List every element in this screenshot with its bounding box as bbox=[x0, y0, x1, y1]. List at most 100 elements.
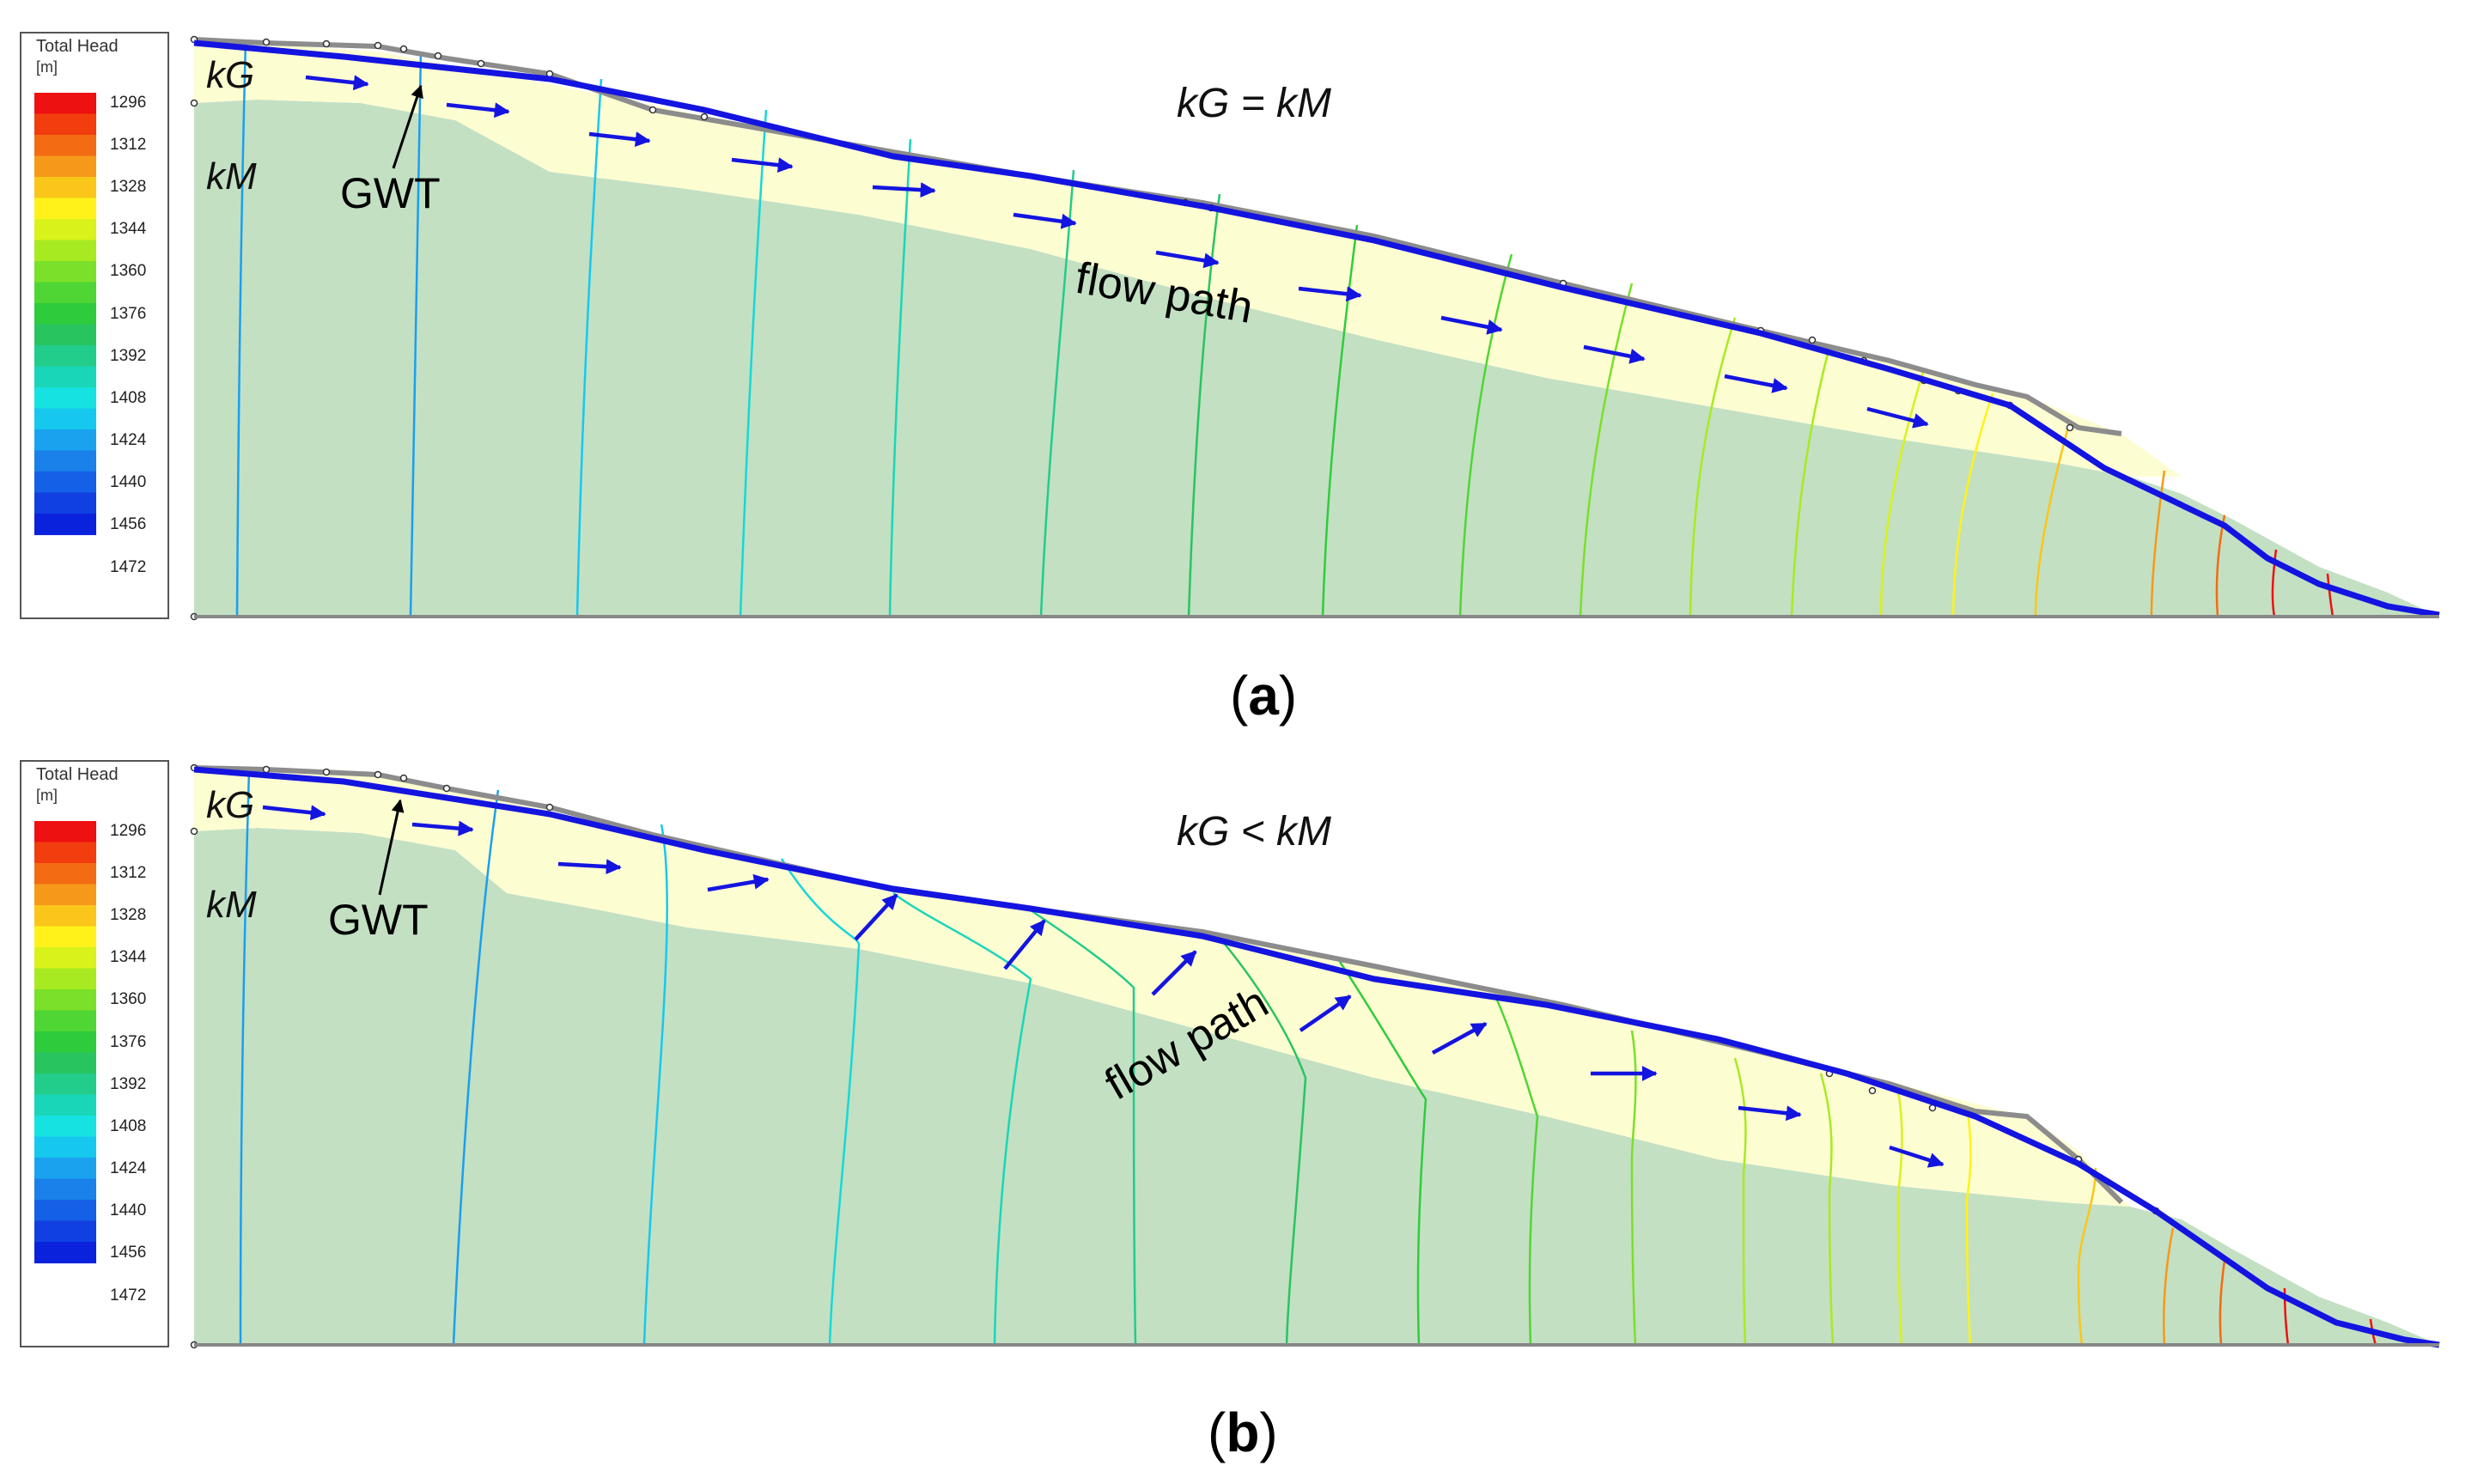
colorbar-swatch bbox=[34, 155, 96, 178]
gwt-pointer-a bbox=[392, 84, 423, 169]
legend-tick: 1344 bbox=[110, 220, 147, 238]
colorbar-swatch bbox=[34, 968, 96, 990]
legend-tick: 1440 bbox=[110, 473, 146, 491]
legend-tick: 1296 bbox=[110, 94, 146, 112]
legend-title-a: Total Head bbox=[36, 37, 119, 56]
gwt-line-b bbox=[193, 766, 2440, 1348]
colorbar-swatch bbox=[34, 1073, 96, 1096]
colorbar-swatch bbox=[34, 1158, 96, 1180]
legend-tick: 1376 bbox=[110, 1033, 146, 1051]
colorbar-swatch bbox=[34, 1178, 96, 1201]
colorbar-swatch bbox=[34, 177, 96, 199]
colorbar-swatch bbox=[34, 492, 96, 514]
colorbar-swatch bbox=[34, 1200, 96, 1222]
legend-b: Total Head [m] 1296 1312 1328 1344 1360 … bbox=[20, 760, 169, 1347]
colorbar-swatch bbox=[34, 926, 96, 948]
legend-tick: 1296 bbox=[110, 822, 146, 840]
colorbar-swatch bbox=[34, 261, 96, 283]
colorbar-swatch bbox=[34, 821, 96, 843]
legend-ticks-b: 1296 1312 1328 1344 1360 1376 1392 1408 … bbox=[110, 822, 147, 1305]
legend-tick: 1456 bbox=[110, 515, 146, 533]
colorbar-swatch bbox=[34, 1031, 96, 1054]
colorbar-swatch bbox=[34, 514, 96, 536]
colorbar-swatch bbox=[34, 947, 96, 970]
colorbar-swatch bbox=[34, 366, 96, 388]
lower-layer-a bbox=[194, 100, 2439, 617]
colorbar-swatch bbox=[34, 429, 96, 452]
colorbar-swatch bbox=[34, 113, 96, 136]
colorbar-swatch bbox=[34, 1220, 96, 1243]
layer-label-top-a: kG bbox=[206, 54, 254, 96]
colorbar-swatch bbox=[34, 303, 96, 325]
condition-label-b: kG < kM bbox=[1177, 809, 1331, 855]
legend-tick: 1360 bbox=[110, 990, 146, 1008]
colorbar-swatch bbox=[34, 1010, 96, 1032]
colorbar-swatch bbox=[34, 219, 96, 241]
colorbar-swatch bbox=[34, 450, 96, 472]
colorbar-swatch bbox=[34, 863, 96, 885]
legend-tick: 1344 bbox=[110, 948, 147, 966]
gwt-label-b: GWT bbox=[328, 896, 429, 944]
flow-arrows-b bbox=[262, 805, 1945, 1168]
flow-arrows-a bbox=[305, 75, 1929, 429]
colorbar-swatch bbox=[34, 240, 96, 262]
equipotential-lines-b bbox=[239, 770, 2377, 1346]
colorbar-swatch bbox=[34, 1116, 96, 1138]
colorbar-swatch bbox=[34, 1242, 96, 1264]
colorbar-b bbox=[34, 821, 96, 1264]
legend-tick: 1424 bbox=[110, 431, 147, 449]
legend-a: Total Head [m] 1296 1312 1328 1344 1360 … bbox=[20, 32, 169, 619]
colorbar-swatch bbox=[34, 345, 96, 368]
legend-tick: 1376 bbox=[110, 305, 146, 323]
legend-tick: 1472 bbox=[110, 1286, 146, 1305]
colorbar-swatch bbox=[34, 198, 96, 220]
legend-tick: 1312 bbox=[110, 864, 146, 882]
lower-layer-b bbox=[194, 828, 2439, 1345]
layer-label-top-b: kG bbox=[206, 784, 254, 826]
colorbar-swatch bbox=[34, 1052, 96, 1074]
layer-label-bottom-b: kM bbox=[206, 884, 257, 926]
slope-model-b: kG kM GWT kG < kM flow path bbox=[190, 763, 2440, 1349]
layer-label-bottom-a: kM bbox=[206, 155, 257, 198]
slope-model-a: kG kM GWT kG = kM flow path bbox=[190, 35, 2440, 621]
legend-tick: 1472 bbox=[110, 558, 146, 576]
legend-tick: 1456 bbox=[110, 1244, 146, 1262]
colorbar-swatch bbox=[34, 884, 96, 906]
gwt-pointer-b bbox=[378, 799, 405, 896]
legend-ticks-a: 1296 1312 1328 1344 1360 1376 1392 1408 … bbox=[110, 94, 147, 576]
legend-title-b: Total Head bbox=[36, 765, 119, 784]
panel-a: Total Head [m] 1296 1312 1328 1344 1360 … bbox=[20, 32, 2440, 727]
colorbar-swatch bbox=[34, 324, 96, 346]
legend-tick: 1312 bbox=[110, 136, 146, 154]
legend-tick: 1328 bbox=[110, 906, 146, 924]
colorbar-swatch bbox=[34, 387, 96, 410]
legend-tick: 1360 bbox=[110, 262, 146, 280]
colorbar-swatch bbox=[34, 135, 96, 157]
legend-unit-a: [m] bbox=[36, 58, 58, 76]
colorbar-swatch bbox=[34, 408, 96, 430]
panel-caption-b: (b) bbox=[1208, 1402, 1278, 1463]
legend-tick: 1392 bbox=[110, 347, 146, 365]
gwt-label-a: GWT bbox=[340, 169, 441, 217]
legend-tick: 1392 bbox=[110, 1075, 146, 1093]
colorbar-a bbox=[34, 93, 96, 536]
legend-tick: 1328 bbox=[110, 178, 146, 196]
legend-tick: 1408 bbox=[110, 1117, 146, 1135]
colorbar-swatch bbox=[34, 905, 96, 928]
colorbar-swatch bbox=[34, 93, 96, 115]
colorbar-swatch bbox=[34, 282, 96, 304]
legend-tick: 1440 bbox=[110, 1201, 146, 1219]
legend-tick: 1408 bbox=[110, 389, 146, 407]
colorbar-swatch bbox=[34, 842, 96, 864]
colorbar-swatch bbox=[34, 1094, 96, 1116]
legend-tick: 1424 bbox=[110, 1159, 147, 1177]
gwt-line-a bbox=[193, 40, 2440, 618]
colorbar-swatch bbox=[34, 1136, 96, 1159]
panel-b: Total Head [m] 1296 1312 1328 1344 1360 … bbox=[20, 760, 2440, 1463]
colorbar-swatch bbox=[34, 989, 96, 1012]
condition-label-a: kG = kM bbox=[1177, 81, 1331, 126]
legend-unit-b: [m] bbox=[36, 787, 58, 804]
colorbar-swatch bbox=[34, 471, 96, 494]
panel-caption-a: (a) bbox=[1230, 665, 1297, 727]
